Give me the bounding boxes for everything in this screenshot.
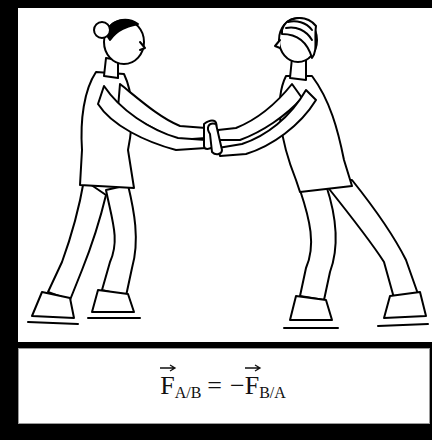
right-skater [208, 18, 428, 328]
operator: = [207, 371, 222, 401]
vector-arrow [244, 364, 262, 372]
vector-symbol: F [245, 371, 259, 401]
subscript: A/B [175, 384, 202, 402]
minus-sign: − [230, 371, 245, 401]
illustration-ground [18, 8, 432, 342]
vector-arrow [159, 364, 177, 372]
vector-symbol: F [160, 371, 174, 401]
formula: FA/B=−FB/A [18, 348, 430, 424]
subscript: B/A [259, 384, 286, 402]
left-skater [28, 20, 216, 324]
formula-box [18, 348, 430, 424]
